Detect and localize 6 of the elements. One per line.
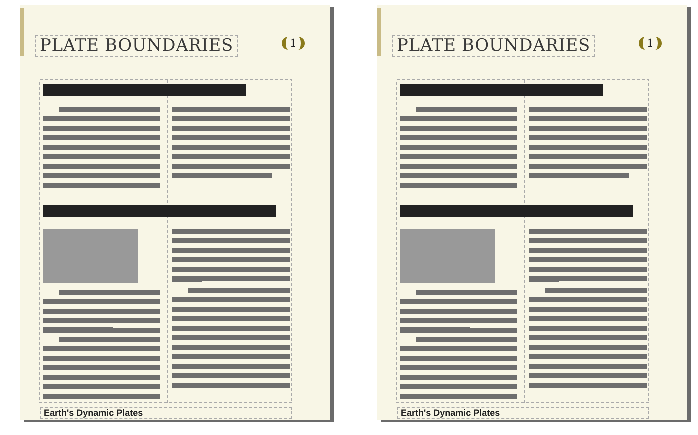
page-title: PLATE BOUNDARIES [392, 35, 596, 57]
page-title: PLATE BOUNDARIES [35, 35, 238, 57]
footer-text: Earth's Dynamic Plates [397, 407, 649, 419]
footer-text: Earth's Dynamic Plates [40, 407, 292, 419]
page-number: 1 [282, 37, 305, 50]
page-number: 1 [639, 37, 662, 50]
